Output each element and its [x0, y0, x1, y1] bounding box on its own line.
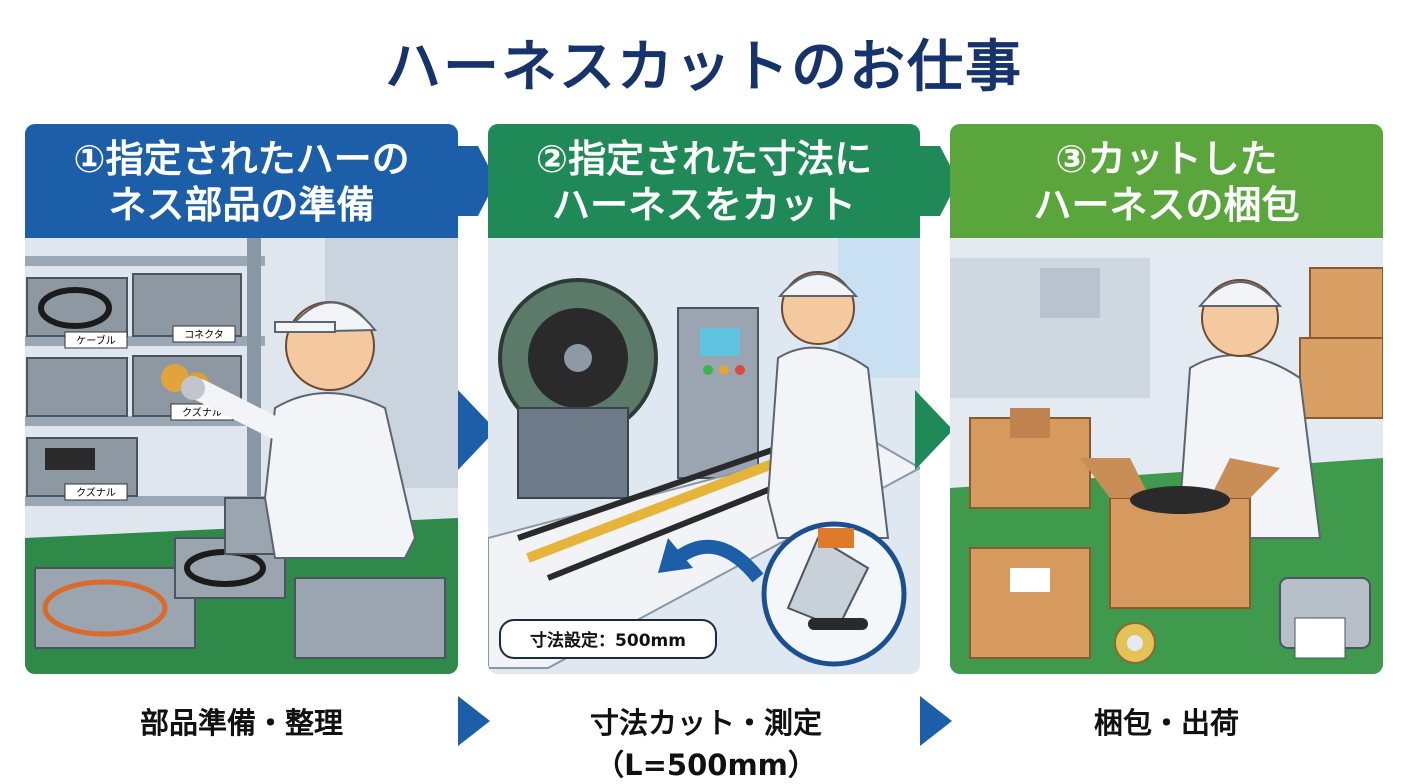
step-arrow-mid-1	[458, 390, 496, 470]
step-arrow-header-1	[458, 146, 496, 216]
step-3-header: ③カットした ハーネスの梱包	[950, 124, 1383, 238]
cutting-machine-scene: 寸法設定：500mm	[488, 238, 920, 674]
step-3-panel: ③カットした ハーネスの梱包	[950, 124, 1383, 674]
step-1-title-line2: ネス部品の準備	[108, 183, 375, 227]
step-1-caption: 部品準備・整理	[139, 706, 343, 740]
step-1-illustration: ケーブル コネクタ クズナル クズナル	[25, 238, 458, 674]
step-1-title-line1: ①指定されたハーの	[73, 137, 410, 181]
page-title: ハーネスカットのお仕事	[385, 35, 1023, 100]
caption-arrow-1	[458, 696, 490, 746]
step-3-title-line2: ハーネスの梱包	[1033, 183, 1300, 227]
step-arrow-mid-2	[915, 390, 953, 470]
step-3-title-line1: ③カットした	[1055, 137, 1278, 181]
step-2-title-line2: ハーネスをカット	[551, 183, 856, 227]
step-3-illustration	[950, 238, 1383, 674]
step-2-caption: 寸法カット・測定（L=500mm）	[589, 706, 822, 782]
dimension-setting-tag: 寸法設定：500mm	[530, 630, 686, 651]
step-3-caption: 梱包・出荷	[1093, 706, 1239, 740]
bin-label-connector: コネクタ	[184, 329, 224, 341]
caption-arrow-2	[920, 696, 952, 746]
step-2-panel: ②指定された寸法に ハーネスをカット	[488, 124, 920, 674]
step-2-title-line1: ②指定された寸法に	[535, 137, 873, 181]
bin-label-terminal-1: クズナル	[182, 406, 222, 419]
step-2-illustration: 寸法設定：500mm	[488, 238, 920, 674]
step-2-header: ②指定された寸法に ハーネスをカット	[488, 124, 920, 238]
step-1-panel: ①指定されたハーの ネス部品の準備 ケーブル コネクタ	[25, 124, 458, 674]
bin-label-terminal-2: クズナル	[76, 486, 116, 499]
step-arrow-header-2	[920, 146, 958, 216]
parts-shelf-scene: ケーブル コネクタ クズナル クズナル	[25, 238, 458, 674]
bin-label-cable: ケーブル	[76, 334, 115, 347]
packing-scene	[950, 238, 1383, 674]
step-1-header: ①指定されたハーの ネス部品の準備	[25, 124, 458, 238]
